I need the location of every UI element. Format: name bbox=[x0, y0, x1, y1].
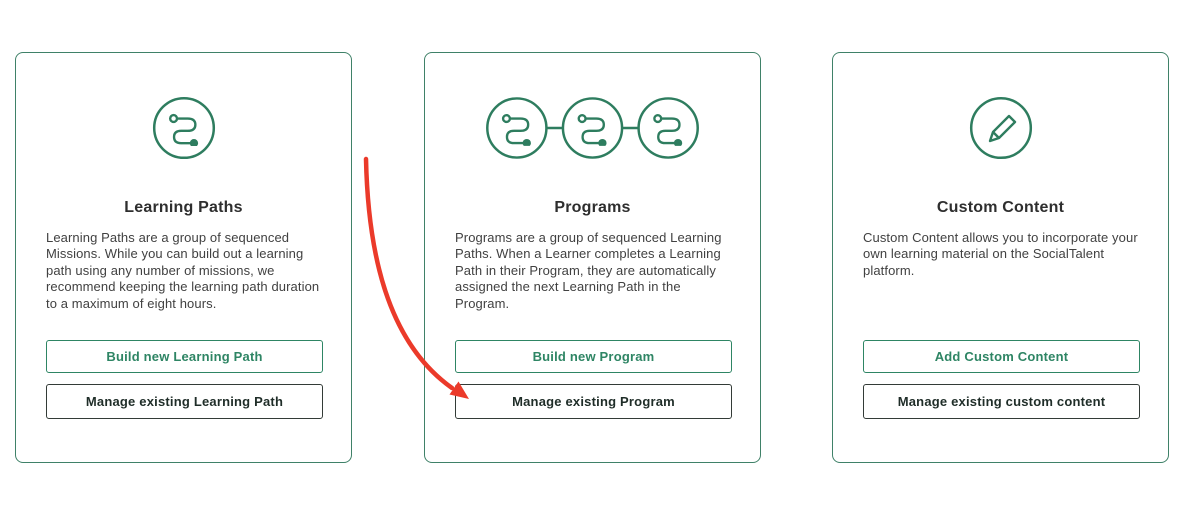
card-title: Programs bbox=[554, 199, 631, 216]
pencil-icon bbox=[833, 96, 1168, 160]
learning-path-route-icon bbox=[16, 96, 351, 160]
program-linked-routes-icon bbox=[425, 96, 760, 160]
manage-existing-learning-path-button[interactable]: Manage existing Learning Path bbox=[46, 384, 323, 419]
card-description: Programs are a group of sequenced Learni… bbox=[455, 230, 722, 311]
card-title: Custom Content bbox=[936, 199, 1065, 216]
custom-content-card: Custom Content Custom Content allows you… bbox=[832, 52, 1169, 463]
card-description: Learning Paths are a group of sequenced … bbox=[46, 230, 320, 311]
card-description: Custom Content allows you to incorporate… bbox=[863, 230, 1138, 278]
learning-paths-card: Learning Paths Learning Paths are a grou… bbox=[15, 52, 352, 463]
card-title: Learning Paths bbox=[124, 199, 243, 216]
manage-existing-custom-content-button[interactable]: Manage existing custom content bbox=[863, 384, 1140, 419]
build-new-program-button[interactable]: Build new Program bbox=[455, 340, 732, 373]
add-custom-content-button[interactable]: Add Custom Content bbox=[863, 340, 1140, 373]
build-new-learning-path-button[interactable]: Build new Learning Path bbox=[46, 340, 323, 373]
manage-existing-program-button[interactable]: Manage existing Program bbox=[455, 384, 732, 419]
programs-card: Programs Programs are a group of sequenc… bbox=[424, 52, 761, 463]
